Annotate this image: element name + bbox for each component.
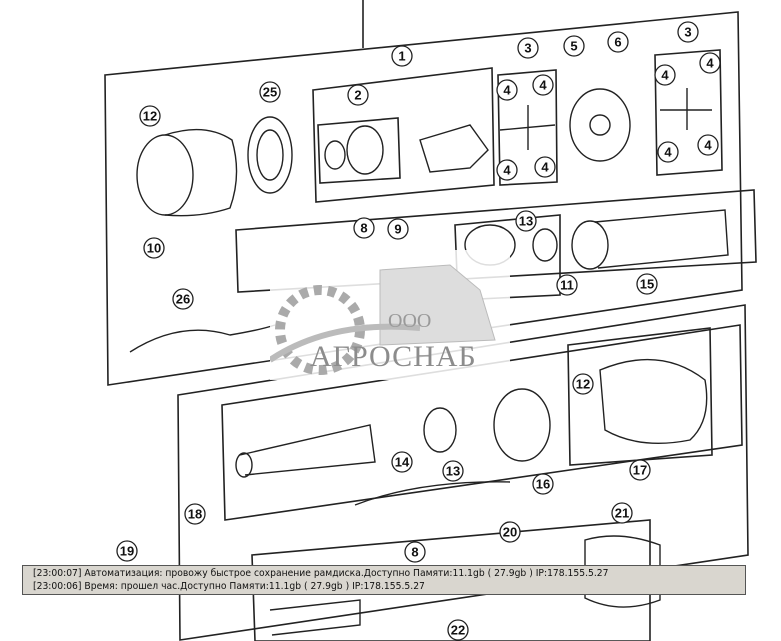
callout-2: 2 <box>347 84 369 106</box>
svg-text:5: 5 <box>570 39 577 54</box>
callout-8: 8 <box>353 217 375 239</box>
callout-14: 14 <box>391 451 413 473</box>
svg-text:8: 8 <box>411 545 418 560</box>
callout-18: 18 <box>184 503 206 525</box>
callout-5: 5 <box>563 35 585 57</box>
svg-text:4: 4 <box>706 56 714 71</box>
svg-text:13: 13 <box>519 214 533 229</box>
callout-13: 13 <box>442 460 464 482</box>
svg-text:21: 21 <box>615 506 629 521</box>
callout-9: 9 <box>387 218 409 240</box>
svg-text:14: 14 <box>395 455 410 470</box>
svg-text:22: 22 <box>451 623 465 638</box>
callout-4: 4 <box>697 134 719 156</box>
callout-4: 4 <box>657 141 679 163</box>
svg-text:10: 10 <box>147 241 161 256</box>
svg-text:3: 3 <box>524 41 531 56</box>
callout-17: 17 <box>629 459 651 481</box>
callout-13: 13 <box>515 210 537 232</box>
callout-16: 16 <box>532 473 554 495</box>
svg-text:18: 18 <box>188 507 202 522</box>
svg-text:2: 2 <box>354 88 361 103</box>
callout-4: 4 <box>699 52 721 74</box>
callout-3: 3 <box>677 21 699 43</box>
svg-text:4: 4 <box>704 138 712 153</box>
callout-12: 12 <box>139 105 161 127</box>
callout-25: 25 <box>259 81 281 103</box>
callout-4: 4 <box>532 74 554 96</box>
callout-15: 15 <box>636 273 658 295</box>
status-log-panel: [23:00:07] Автоматизация: провожу быстро… <box>22 565 746 595</box>
callout-20: 20 <box>499 521 521 543</box>
log-line: [23:00:06] Время: прошел час.Доступно Па… <box>33 581 425 592</box>
callout-19: 19 <box>116 540 138 562</box>
svg-text:15: 15 <box>640 277 654 292</box>
svg-text:19: 19 <box>120 544 134 559</box>
svg-text:12: 12 <box>143 109 157 124</box>
svg-text:1: 1 <box>398 49 405 64</box>
gear-harvester-logo-icon <box>268 264 496 375</box>
callout-22: 22 <box>447 619 469 641</box>
callout-4: 4 <box>496 79 518 101</box>
callout-6: 6 <box>607 31 629 53</box>
svg-text:4: 4 <box>539 78 547 93</box>
log-line: [23:00:07] Автоматизация: провожу быстро… <box>33 568 609 579</box>
svg-text:12: 12 <box>576 377 590 392</box>
callout-4: 4 <box>654 64 676 86</box>
svg-text:4: 4 <box>664 145 672 160</box>
svg-text:13: 13 <box>446 464 460 479</box>
watermark-name: АГРОСНАБ <box>310 340 477 373</box>
svg-text:25: 25 <box>263 85 277 100</box>
svg-text:4: 4 <box>661 68 669 83</box>
callout-1: 1 <box>391 45 413 67</box>
callout-3: 3 <box>517 37 539 59</box>
svg-text:20: 20 <box>503 525 517 540</box>
svg-text:17: 17 <box>633 463 647 478</box>
watermark-logo: ООО АГРОСНАБ <box>268 250 510 380</box>
callout-4: 4 <box>496 159 518 181</box>
svg-text:6: 6 <box>614 35 621 50</box>
svg-text:9: 9 <box>394 222 401 237</box>
svg-text:3: 3 <box>684 25 691 40</box>
svg-text:26: 26 <box>176 292 190 307</box>
callout-21: 21 <box>611 502 633 524</box>
parts-drawings <box>129 88 729 636</box>
watermark-prefix: ООО <box>388 310 432 332</box>
svg-text:4: 4 <box>503 163 511 178</box>
callout-26: 26 <box>172 288 194 310</box>
callout-11: 11 <box>556 274 578 296</box>
svg-text:4: 4 <box>503 83 511 98</box>
svg-text:11: 11 <box>560 278 574 293</box>
callout-10: 10 <box>143 237 165 259</box>
callout-8: 8 <box>404 541 426 563</box>
callout-4: 4 <box>534 156 556 178</box>
svg-text:8: 8 <box>360 221 367 236</box>
callout-12: 12 <box>572 373 594 395</box>
svg-text:16: 16 <box>536 477 550 492</box>
svg-text:4: 4 <box>541 160 549 175</box>
